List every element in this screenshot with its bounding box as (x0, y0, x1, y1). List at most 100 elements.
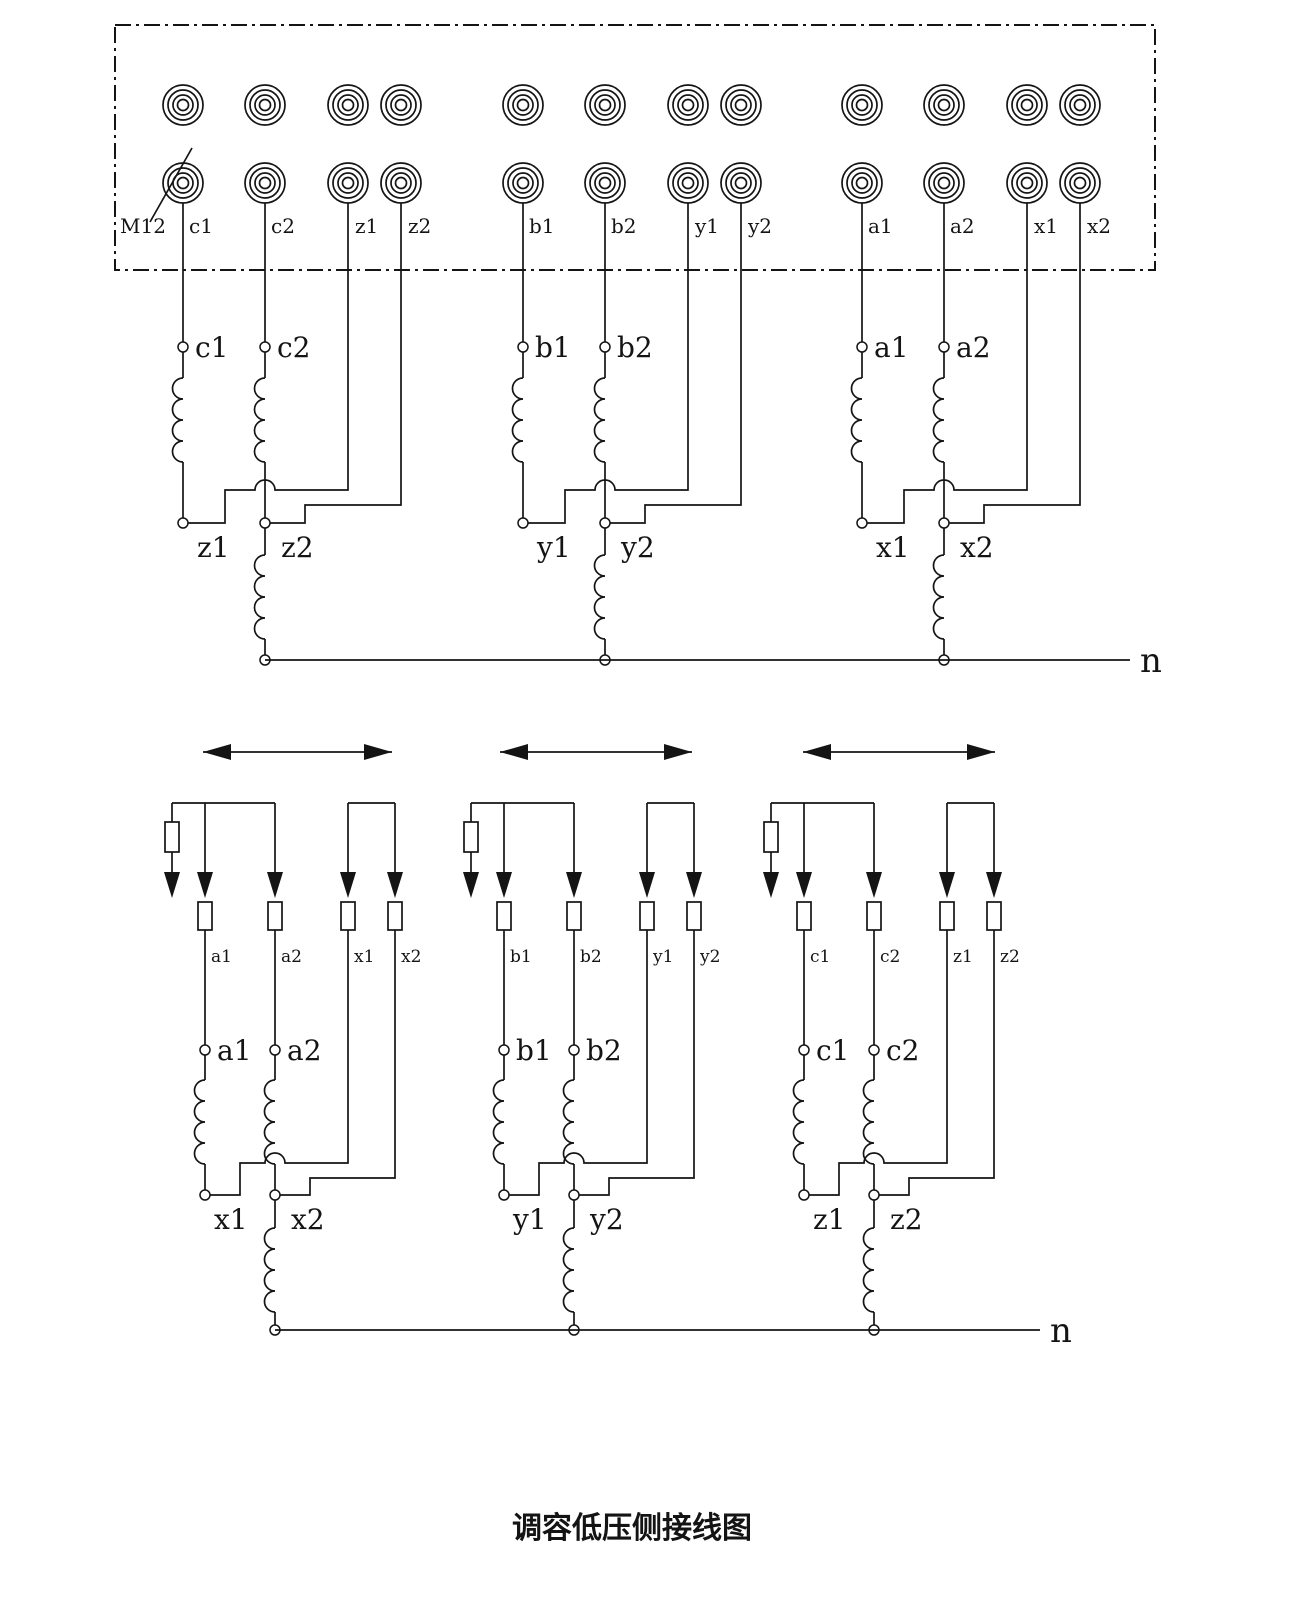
terminal-label: c2 (271, 214, 295, 238)
tap-label: x2 (401, 947, 421, 967)
plug-arrow-icon (686, 872, 702, 898)
plug-arrow-icon (387, 872, 403, 898)
coil-icon (492, 1079, 505, 1165)
upper-winding-section: c1 c2 z1 z2 b1 b2 y1 y2 (171, 203, 1162, 681)
coil-icon (253, 554, 266, 640)
terminal-node (517, 341, 529, 353)
plug-arrow-icon (566, 872, 582, 898)
terminal-stud-icon (162, 84, 204, 126)
winding-end-label: z1 (197, 531, 230, 564)
lower-tap-group-b: b1 b2 y1 y2 b1 b2 y1 y2 (463, 802, 720, 1336)
socket-icon (197, 901, 213, 931)
terminal-node (599, 517, 611, 529)
terminal-node (269, 1189, 281, 1201)
tap-label: z1 (953, 947, 973, 967)
winding-start-label: c2 (886, 1034, 920, 1067)
terminal-node (177, 341, 189, 353)
plug-arrow-icon (197, 872, 213, 898)
winding-end-label: x1 (214, 1203, 248, 1236)
terminal-stud-icon (1059, 162, 1101, 204)
winding-start-label: a2 (287, 1034, 322, 1067)
double-arrow-icon (803, 744, 995, 760)
diagram-title: 调容低压侧接线图 (512, 1511, 752, 1546)
lower-tap-section: a1 a2 x1 x2 a1 a2 x1 x2 (164, 802, 1072, 1351)
terminal-label: y2 (747, 214, 772, 238)
terminal-node (259, 517, 271, 529)
winding-start-label: b2 (617, 331, 653, 364)
terminal-node (798, 1044, 810, 1056)
plug-arrow-icon (763, 872, 779, 898)
terminal-box-section: M12 c1 c2 z1 z2 b1 b2 y1 y2 a1 a2 x1 x2 (114, 24, 1156, 271)
terminal-stud-icon (584, 162, 626, 204)
fuse-icon (164, 821, 180, 853)
terminal-stud-icon (327, 84, 369, 126)
group-wiring (171, 802, 396, 1325)
winding-end-label: y1 (536, 531, 571, 564)
coil-icon (932, 377, 945, 463)
terminal-node (938, 517, 950, 529)
coil-icon (850, 377, 863, 463)
winding-start-label: b1 (516, 1034, 552, 1067)
terminal-stud-icon (720, 162, 762, 204)
upper-winding-group-b: b1 b2 y1 y2 (511, 203, 742, 666)
coil-icon (862, 1079, 875, 1165)
winding-end-label: y2 (589, 1203, 624, 1236)
terminal-label: a2 (950, 214, 975, 238)
plug-arrow-icon (463, 872, 479, 898)
plug-arrow-icon (796, 872, 812, 898)
winding-end-label: z1 (813, 1203, 846, 1236)
terminal-node (269, 1044, 281, 1056)
plug-arrow-icon (496, 872, 512, 898)
tap-label: c1 (810, 947, 830, 967)
terminal-stud-icon (841, 84, 883, 126)
lower-tap-group-c: c1 c2 z1 z2 c1 c2 z1 z2 (763, 802, 1020, 1336)
terminal-node (868, 1189, 880, 1201)
terminal-label: y1 (694, 214, 719, 238)
coil-icon (171, 377, 184, 463)
coil-icon (263, 1079, 276, 1165)
terminal-label: z2 (408, 214, 431, 238)
terminal-label: z1 (355, 214, 378, 238)
terminal-node (868, 1044, 880, 1056)
coil-icon (792, 1079, 805, 1165)
terminal-label: b1 (529, 214, 555, 238)
terminal-node (259, 341, 271, 353)
group-wiring (861, 203, 1081, 655)
bolt-size-label: M12 (120, 214, 166, 238)
terminal-node (498, 1189, 510, 1201)
coil-icon (562, 1227, 575, 1313)
plug-arrow-icon (267, 872, 283, 898)
upper-winding-group-a: a1 a2 x1 x2 (850, 203, 1081, 666)
terminal-stud-icon (1006, 84, 1048, 126)
terminal-node (568, 1044, 580, 1056)
group-wiring (470, 802, 695, 1325)
terminal-stud-icon (667, 162, 709, 204)
winding-start-label: a1 (217, 1034, 252, 1067)
terminal-node (798, 1189, 810, 1201)
terminal-stud-icon (923, 84, 965, 126)
terminal-node (177, 517, 189, 529)
coil-icon (562, 1079, 575, 1165)
socket-icon (986, 901, 1002, 931)
winding-start-label: c1 (816, 1034, 850, 1067)
coil-icon (193, 1079, 206, 1165)
double-arrow-icon (500, 744, 692, 760)
terminal-stud-icon (162, 162, 204, 204)
plug-arrow-icon (866, 872, 882, 898)
winding-end-label: z2 (281, 531, 314, 564)
tap-label: a1 (211, 947, 232, 967)
plug-arrow-icon (164, 872, 180, 898)
fuse-icon (763, 821, 779, 853)
coil-icon (593, 554, 606, 640)
terminal-node (568, 1189, 580, 1201)
terminal-label: a1 (868, 214, 893, 238)
tap-label: z2 (1000, 947, 1020, 967)
socket-icon (866, 901, 882, 931)
neutral-label: n (1140, 641, 1162, 681)
tap-label: y2 (699, 947, 720, 967)
movement-arrows (203, 744, 995, 760)
group-wiring (522, 203, 742, 655)
double-arrow-icon (203, 744, 392, 760)
